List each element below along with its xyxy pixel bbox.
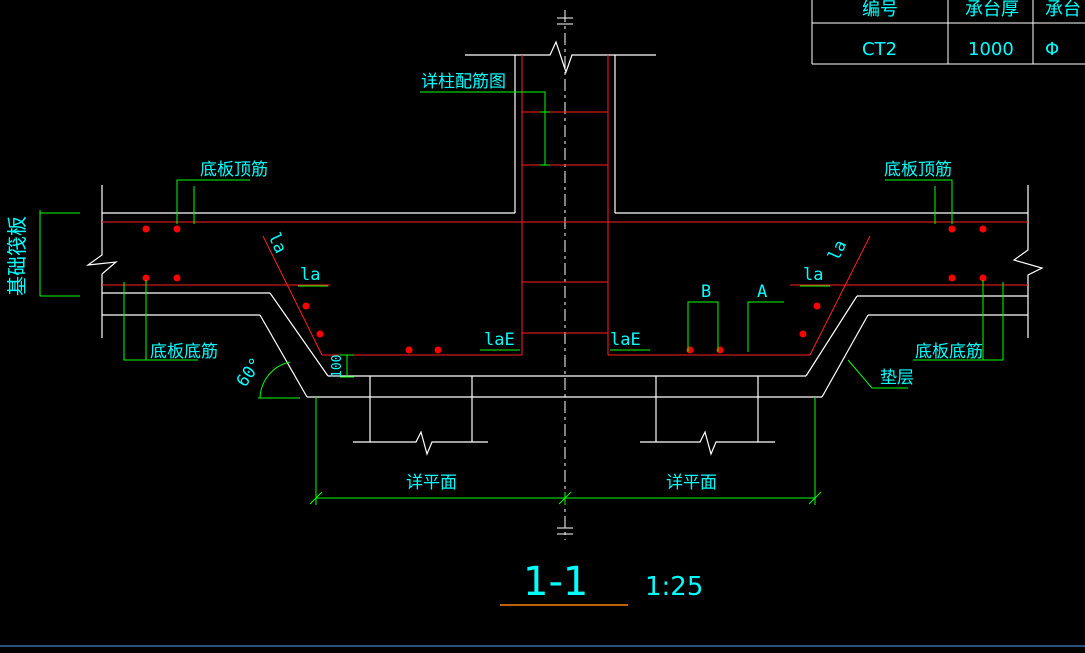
section-scale: 1:25 xyxy=(645,572,703,602)
label-a: A xyxy=(757,282,767,302)
label-cushion: 垫层 xyxy=(880,368,914,388)
table-header-thickness: 承台厚 xyxy=(965,0,1019,20)
label-b: B xyxy=(701,282,711,302)
label-la-left: la xyxy=(300,265,320,285)
concrete-outline xyxy=(85,40,1044,456)
label-plan-right: 详平面 xyxy=(666,473,717,493)
center-axis xyxy=(557,10,573,540)
label-lae-left: laE xyxy=(484,330,515,350)
label-lae-right: laE xyxy=(610,330,641,350)
rebar-dots xyxy=(142,225,987,354)
label-column-rebar: 详柱配筋图 xyxy=(421,72,506,92)
label-slab-top-right: 底板顶筋 xyxy=(884,160,952,180)
label-raft: 基础筏板 xyxy=(5,216,29,296)
dimension-lines xyxy=(39,91,1004,505)
label-plan-left: 详平面 xyxy=(406,473,457,493)
table-cell-extra: Φ xyxy=(1045,39,1059,60)
label-angle: 60° xyxy=(233,354,267,391)
label-slab-bottom-right: 底板底筋 xyxy=(915,342,983,362)
table-cell-id: CT2 xyxy=(862,39,897,60)
label-la-left-diagonal: la xyxy=(263,230,290,257)
label-slab-top-left: 底板顶筋 xyxy=(200,160,268,180)
pile-cap-table xyxy=(811,0,1085,65)
table-cell-thickness: 1000 xyxy=(968,39,1014,60)
label-la-right: la xyxy=(803,265,823,285)
label-dim-100: 100 xyxy=(330,355,345,378)
label-slab-bottom-left: 底板底筋 xyxy=(150,342,218,362)
label-la-right-diagonal: la xyxy=(824,237,851,264)
table-header-extra: 承台 xyxy=(1045,0,1081,20)
section-title: 1-1 xyxy=(523,559,588,605)
table-header-id: 编号 xyxy=(862,0,898,20)
